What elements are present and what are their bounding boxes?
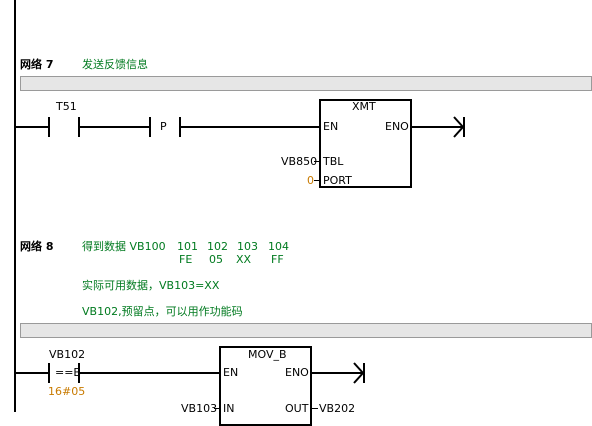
mov-b-out-operand[interactable]: VB202	[319, 402, 356, 415]
network-8-comment-line1[interactable]: 得到数据 VB100	[82, 240, 166, 253]
contact-p-left[interactable]	[149, 117, 151, 137]
mov-b-block-title: MOV_B	[248, 348, 287, 361]
xmt-block[interactable]	[319, 99, 412, 188]
compare-contact-left[interactable]	[48, 363, 50, 383]
network-7-comment-bar[interactable]	[20, 76, 592, 91]
contact-t51-label: T51	[56, 100, 77, 113]
pin-tick	[314, 161, 320, 162]
mov-b-out-pin: OUT	[285, 402, 309, 415]
mov-b-in-pin: IN	[223, 402, 235, 415]
address-value-101: FE	[179, 253, 193, 266]
pin-tick	[214, 408, 220, 409]
rung-wire	[80, 126, 150, 128]
address-header-101: 101	[177, 240, 198, 253]
compare-operator: ==B	[55, 366, 81, 379]
eno-output-wire	[312, 372, 362, 374]
contact-p-right[interactable]	[179, 117, 181, 137]
output-arrow-icon	[353, 362, 365, 384]
network-8-comment-line2[interactable]: 实际可用数据，VB103=XX	[82, 279, 220, 292]
output-arrow-icon	[453, 116, 465, 138]
address-value-102: 05	[209, 253, 223, 266]
xmt-en-pin: EN	[323, 120, 339, 133]
xmt-tbl-operand[interactable]: VB850	[281, 155, 318, 168]
mov-b-in-operand[interactable]: VB103	[181, 402, 218, 415]
compare-operand-bottom[interactable]: 16#05	[48, 385, 86, 398]
compare-contact-right[interactable]	[78, 363, 80, 383]
contact-t51-right[interactable]	[78, 117, 80, 137]
rung-wire	[181, 126, 320, 128]
mov-b-eno-pin: ENO	[285, 366, 309, 379]
network-7-title[interactable]: 网络 7	[20, 58, 54, 71]
pin-tick	[312, 408, 318, 409]
address-value-104: FF	[271, 253, 284, 266]
left-power-rail	[14, 0, 16, 412]
network-8-title[interactable]: 网络 8	[20, 240, 54, 253]
xmt-eno-pin: ENO	[385, 120, 409, 133]
xmt-tbl-pin: TBL	[323, 155, 344, 168]
contact-t51-left[interactable]	[48, 117, 50, 137]
network-8-comment-bar[interactable]	[20, 323, 592, 338]
mov-b-en-pin: EN	[223, 366, 239, 379]
xmt-port-pin: PORT	[323, 174, 352, 187]
contact-p-label: P	[160, 120, 167, 133]
rung-wire	[80, 372, 220, 374]
address-header-103: 103	[237, 240, 258, 253]
eno-output-wire	[412, 126, 462, 128]
xmt-block-title: XMT	[352, 100, 376, 113]
address-value-103: XX	[236, 253, 252, 266]
address-header-102: 102	[207, 240, 228, 253]
network-8-comment-line3[interactable]: VB102,预留点，可以用作功能码	[82, 305, 243, 318]
xmt-port-operand[interactable]: 0	[307, 174, 314, 187]
address-header-104: 104	[268, 240, 289, 253]
compare-operand-top[interactable]: VB102	[49, 348, 86, 361]
network-7-comment[interactable]: 发送反馈信息	[82, 58, 148, 71]
pin-tick	[314, 180, 320, 181]
rung-wire	[16, 126, 48, 128]
rung-wire	[16, 372, 48, 374]
